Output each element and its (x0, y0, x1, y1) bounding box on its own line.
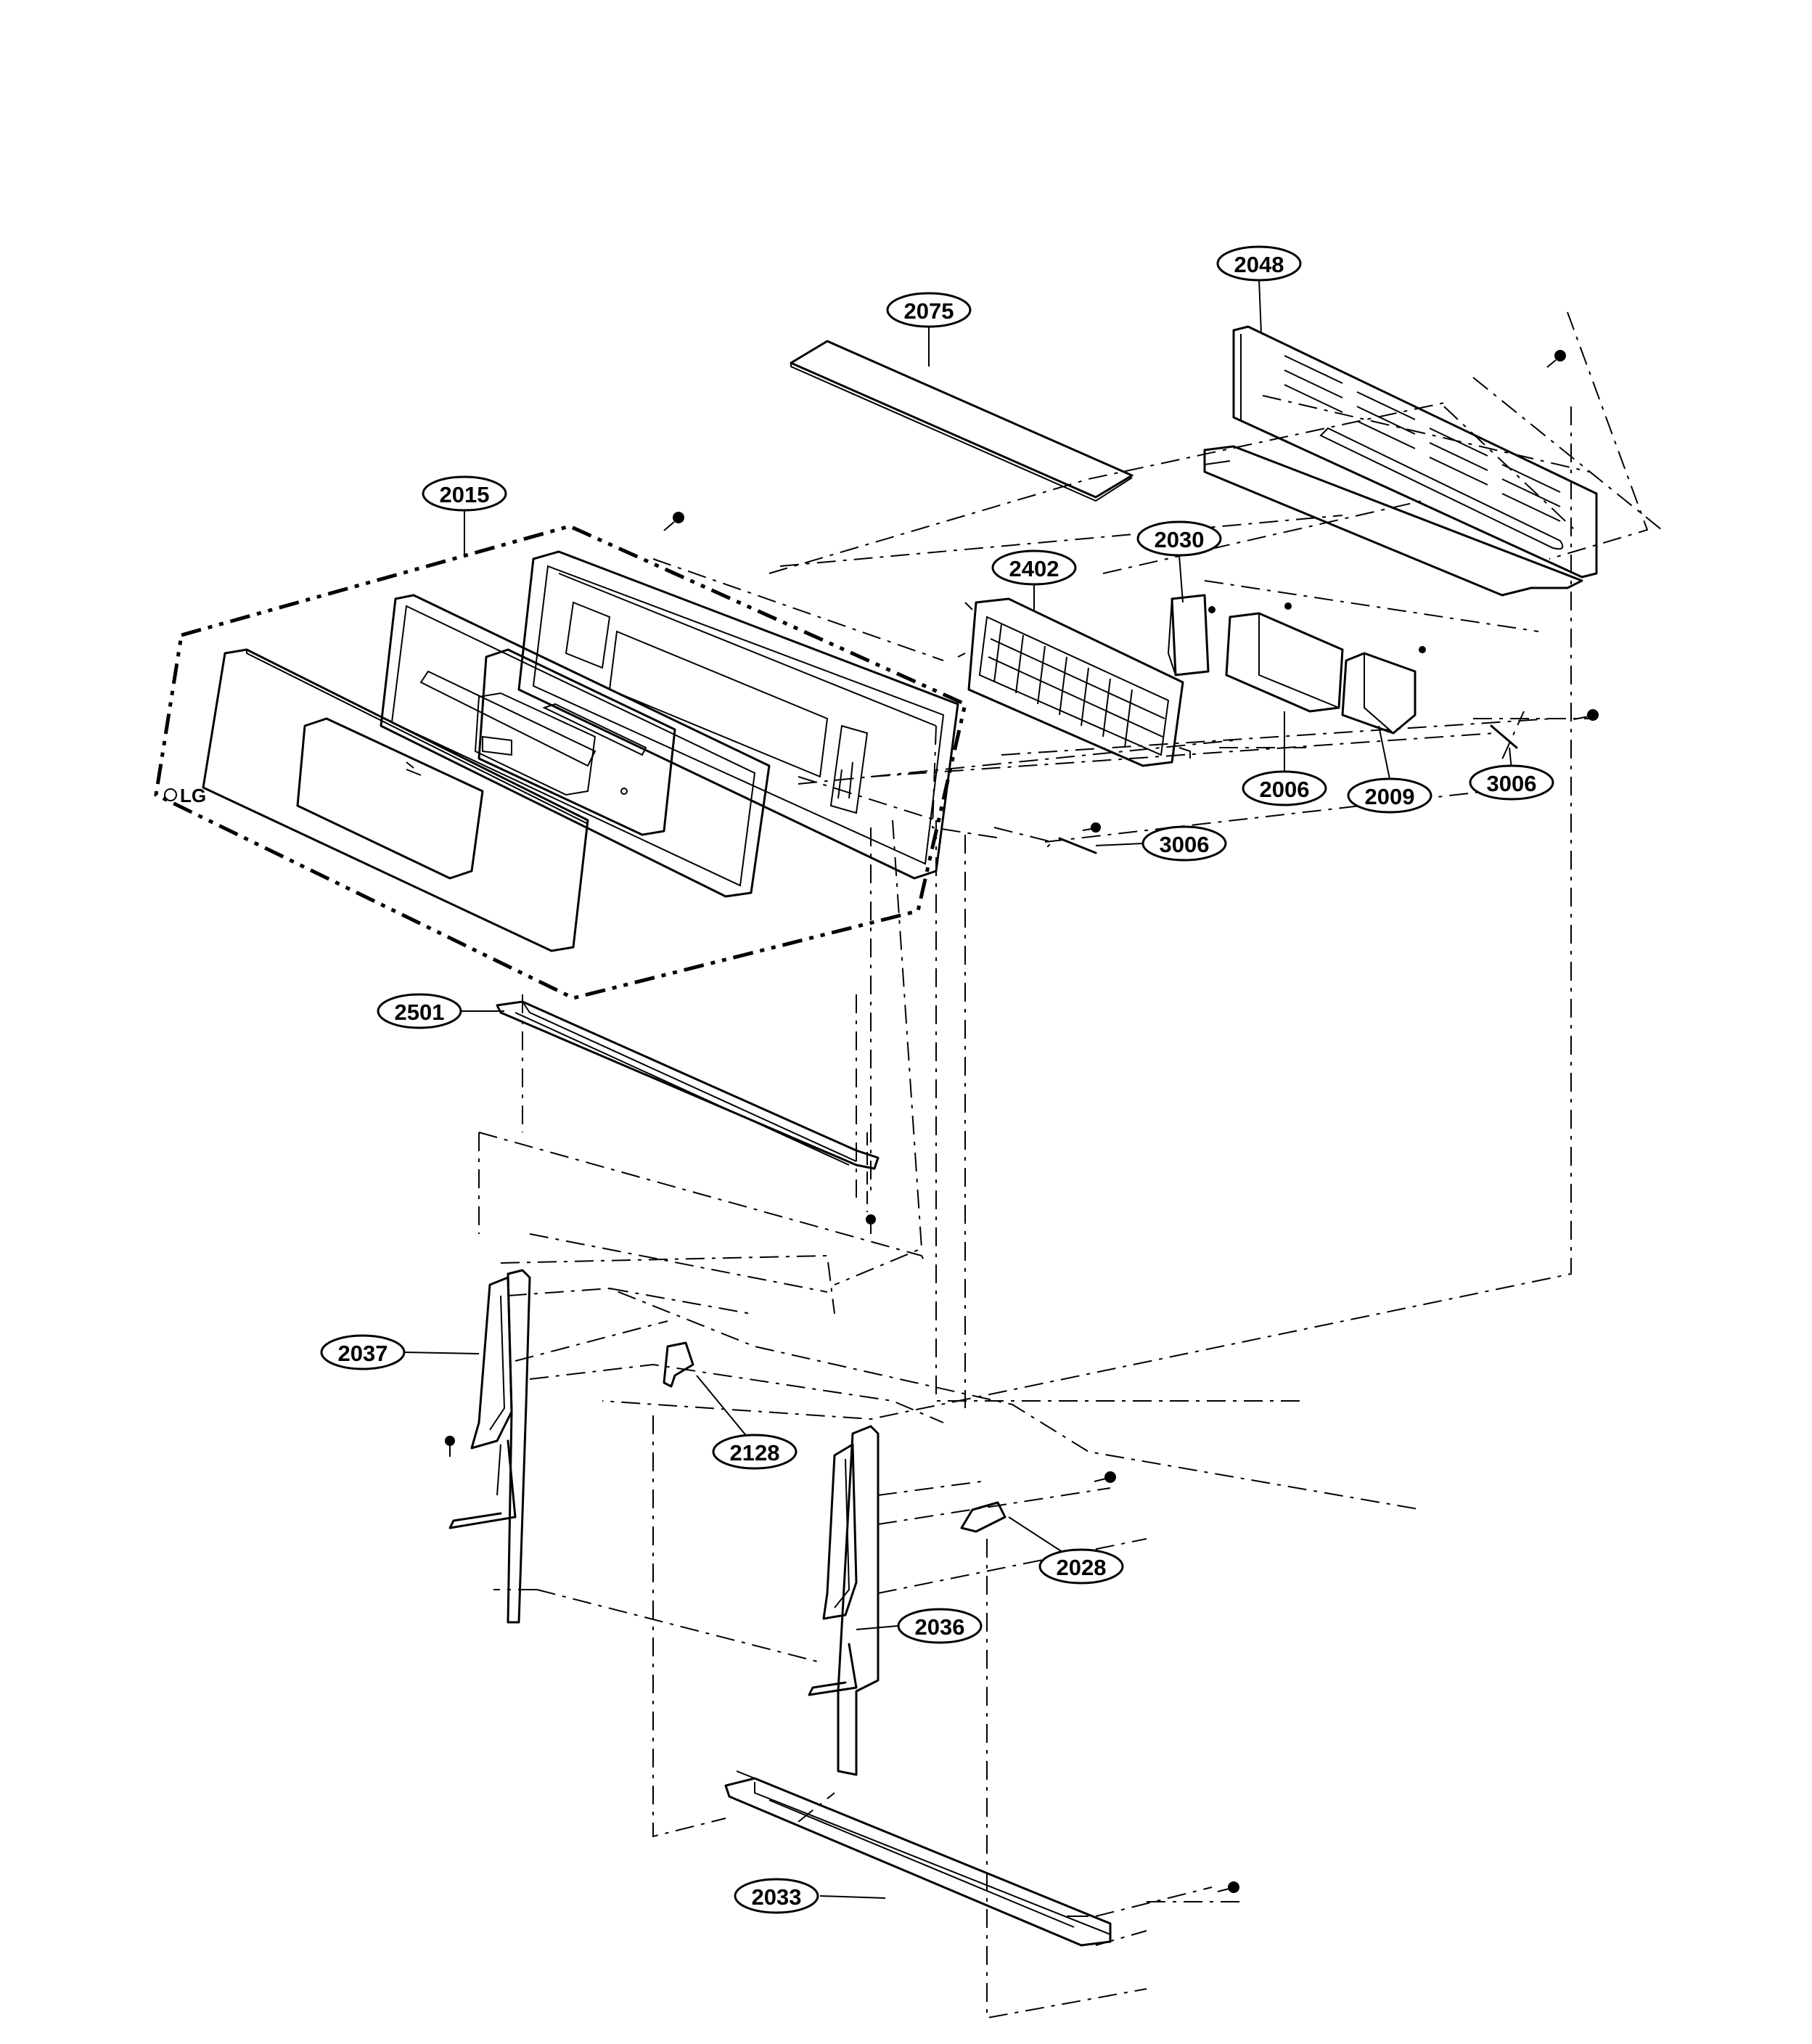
callout-2009: 2009 (1347, 777, 1432, 814)
part-2015-control-panel-assembly: LG (154, 524, 967, 1000)
callout-2028: 2028 (1038, 1548, 1124, 1585)
callout-2048: 2048 (1216, 245, 1302, 282)
callout-2128-label: 2128 (730, 1440, 780, 1465)
screw-icon (1284, 602, 1292, 610)
part-3006-pins (1058, 724, 1518, 854)
callout-2030: 2030 (1136, 520, 1222, 557)
callout-2128: 2128 (712, 1434, 798, 1470)
screw-icon (866, 1214, 876, 1234)
part-2128-clip (663, 1341, 694, 1388)
callout-leaders (404, 279, 1512, 1899)
part-2033-bottom-rail (724, 1770, 1112, 1947)
callout-2501: 2501 (377, 993, 462, 1029)
callout-2037: 2037 (320, 1334, 406, 1370)
part-2036-side-bracket (808, 1425, 880, 1776)
part-2402-bracket (957, 597, 1191, 767)
part-2501-rail (496, 1000, 880, 1170)
part-2037-side-bracket (448, 1269, 531, 1624)
part-2030-module (1167, 594, 1210, 676)
callout-2006: 2006 (1242, 770, 1327, 806)
callout-2028-label: 2028 (1057, 1555, 1107, 1580)
screw-icon (445, 1436, 455, 1457)
screw-icon (1208, 606, 1215, 613)
callout-2402: 2402 (991, 549, 1077, 586)
screw-icon (1094, 1471, 1116, 1483)
callout-2075-label: 2075 (904, 298, 954, 324)
screw-icon (1082, 822, 1101, 833)
brand-logo: LG (180, 785, 206, 806)
callout-2501-label: 2501 (395, 999, 445, 1025)
callout-2015: 2015 (422, 475, 507, 512)
callout-3006-left: 3006 (1141, 825, 1227, 862)
part-2009-board (1341, 652, 1417, 735)
callout-2009-label: 2009 (1365, 784, 1415, 809)
callout-2036-label: 2036 (915, 1614, 965, 1640)
part-2048-vent-panel (1203, 325, 1598, 597)
callout-2037-label: 2037 (338, 1341, 388, 1366)
callout-2033: 2033 (734, 1878, 819, 1914)
screw-icon (1546, 350, 1566, 368)
screw-icon (1217, 1881, 1239, 1893)
screws (445, 350, 1599, 1893)
callout-2030-label: 2030 (1155, 527, 1205, 552)
callout-3006-right-label: 3006 (1487, 771, 1537, 796)
callout-3006-right: 3006 (1469, 764, 1554, 801)
callout-2402-label: 2402 (1009, 556, 1059, 581)
callout-3006-left-label: 3006 (1160, 832, 1210, 857)
callout-2033-label: 2033 (752, 1884, 802, 1910)
part-2075-top-trim (790, 340, 1133, 502)
callout-2015-label: 2015 (440, 482, 490, 507)
part-2028-clip (960, 1501, 1007, 1533)
assembly-lines (478, 311, 1663, 2019)
screw-icon (663, 512, 684, 531)
part-2006-board (1225, 612, 1344, 713)
screw-icon (1419, 646, 1426, 653)
callout-2036: 2036 (897, 1608, 983, 1644)
callout-2048-label: 2048 (1234, 252, 1284, 277)
screw-icon (1573, 709, 1599, 721)
callout-2006-label: 2006 (1260, 777, 1310, 802)
callout-2075: 2075 (886, 292, 972, 328)
